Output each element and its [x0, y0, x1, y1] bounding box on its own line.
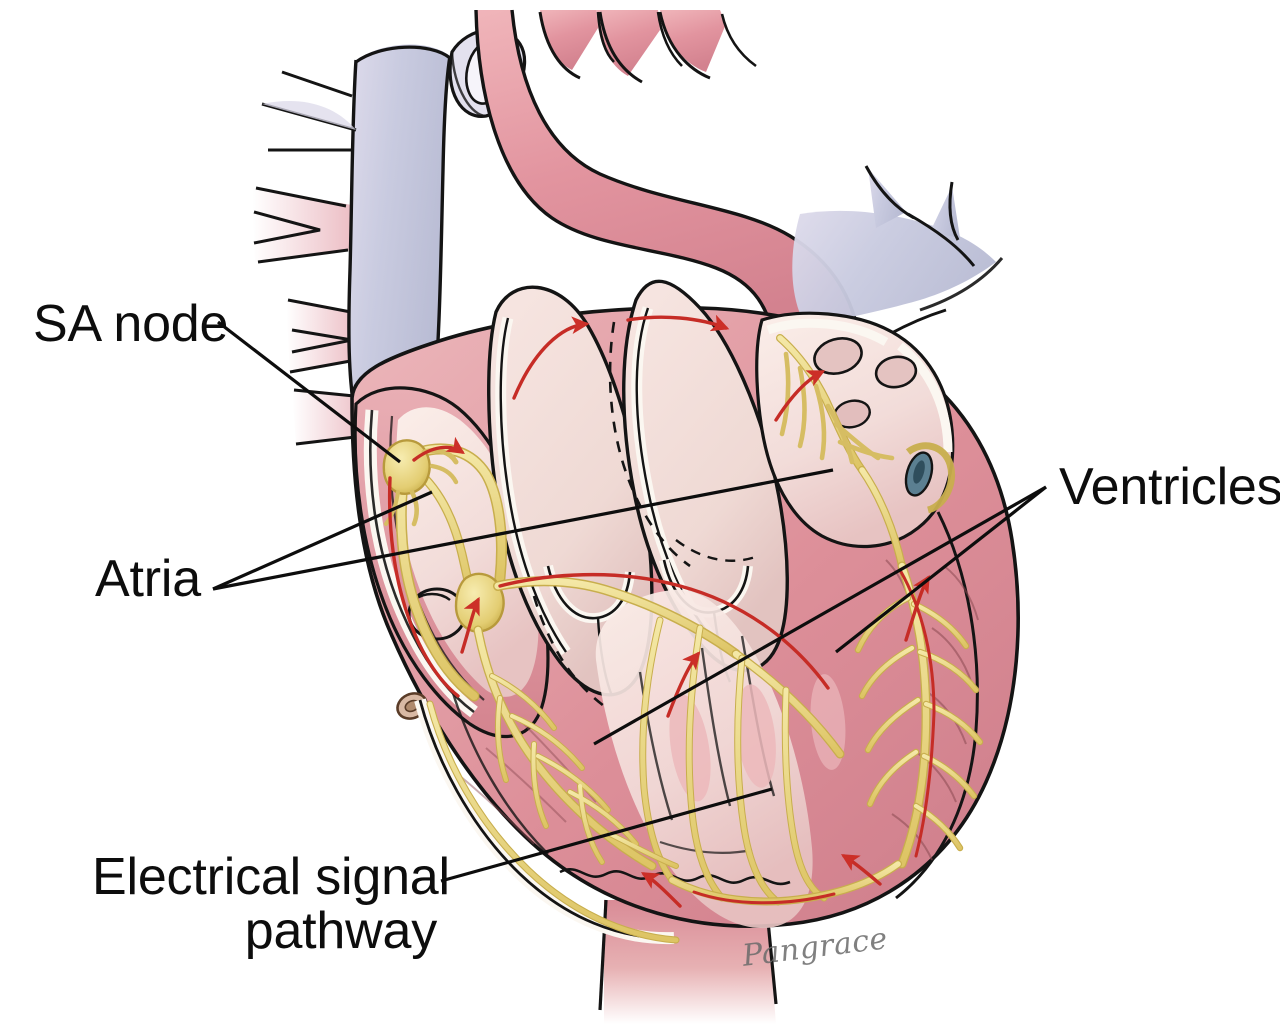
label-ventricles: Ventricles [1059, 458, 1280, 516]
leader-atria-left [212, 468, 834, 591]
atrial-conduction-tracts [382, 439, 507, 702]
right-bundle-branch-purkinje [426, 625, 680, 944]
leader-electrical-pathway [440, 787, 773, 883]
leader-ventricles-left [835, 485, 1047, 654]
leader-ventricles-right [593, 485, 1047, 746]
leader-lines [212, 320, 1047, 883]
label-atria: Atria [95, 550, 201, 608]
leader-sa-node [217, 320, 401, 464]
leader-atria-right [212, 490, 433, 591]
great-vessels [252, 9, 1004, 1024]
left-atrial-fibers [776, 334, 906, 570]
electrical-signal-arrows [387, 314, 936, 908]
label-electrical-signal-pathway: Electrical signal pathway [92, 848, 450, 961]
label-sa-node: SA node [33, 295, 229, 353]
